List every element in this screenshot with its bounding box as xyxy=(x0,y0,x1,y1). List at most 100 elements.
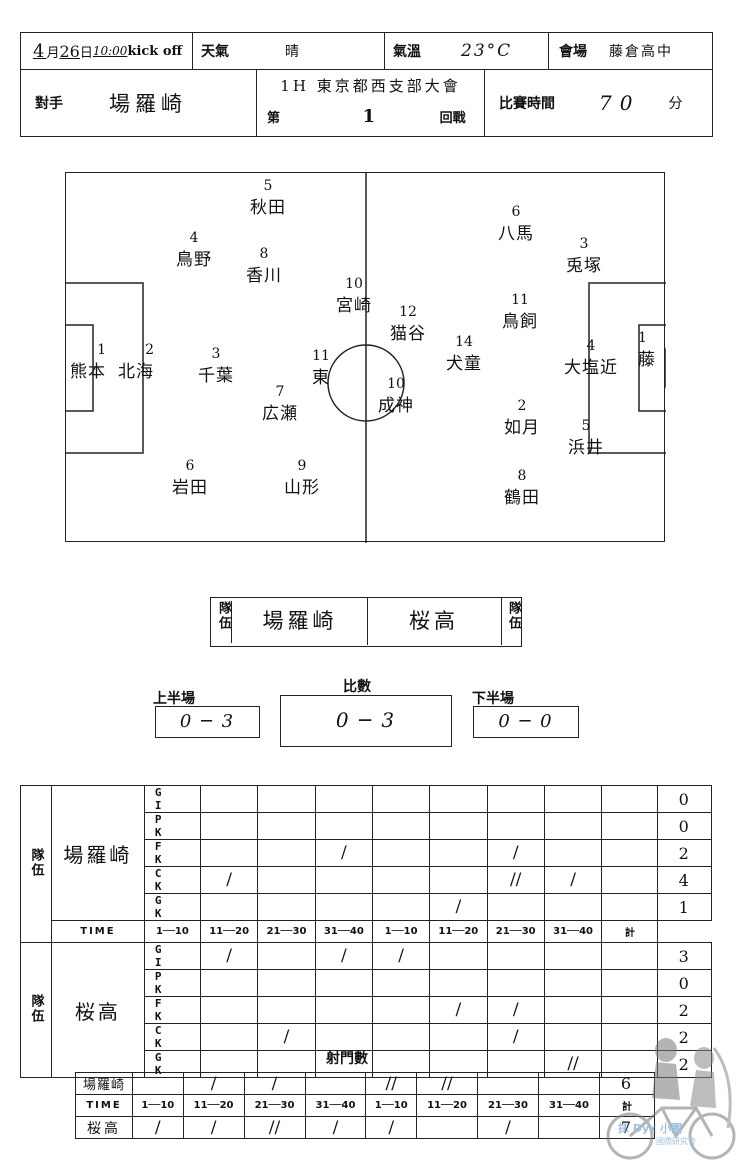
shots-row-home: 場羅崎 ////// 6 xyxy=(75,1072,655,1095)
stat-cell: / xyxy=(486,1023,545,1051)
stat-cell xyxy=(199,785,259,813)
player-number: 10 xyxy=(345,276,363,292)
stat-cell: / xyxy=(543,866,603,894)
stat-row-away-gi: 隊伍 桜高 G I /// 3 xyxy=(20,942,712,1078)
stat-cell: / xyxy=(199,866,259,894)
set-piece-stats-table: 隊伍 場羅崎 G I 0 P K 0 F K // 2 C K //// 4 G… xyxy=(20,785,712,1078)
date-day: 26 xyxy=(59,41,80,61)
stat-cell xyxy=(543,812,603,840)
away-team-cell: 桜高 xyxy=(51,942,145,1078)
player-number: 6 xyxy=(185,458,195,474)
shot-cell: // xyxy=(243,1116,306,1139)
stat-cell xyxy=(429,942,488,970)
weather-cell: 天氣 晴 xyxy=(193,33,385,69)
player-number: 7 xyxy=(275,384,285,400)
stat-cell xyxy=(372,866,431,894)
stat-cell xyxy=(372,996,431,1024)
watermark-subtext: 國際研究會 xyxy=(656,1137,696,1146)
shot-cell xyxy=(132,1072,184,1095)
shot-cell xyxy=(537,1116,601,1139)
stat-cell: / xyxy=(314,839,374,867)
period-label: 1──10 xyxy=(365,1094,418,1117)
right-penalty-box xyxy=(588,282,666,454)
stat-cell xyxy=(372,839,431,867)
shot-cell: / xyxy=(477,1116,539,1139)
stat-cell xyxy=(486,812,545,840)
stat-cell xyxy=(601,969,659,997)
shot-cell: / xyxy=(304,1116,367,1139)
stat-cell xyxy=(257,785,316,813)
stat-type: G I xyxy=(143,785,201,813)
away-team-name: 桜高 xyxy=(367,598,502,645)
watermark-text: 抹 Dyx 小園 xyxy=(618,1122,683,1135)
stat-cell xyxy=(543,942,603,970)
first-half-score: 0 ─ 3 xyxy=(155,706,260,738)
stat-cell: / xyxy=(429,996,488,1024)
period-label: 31──40 xyxy=(537,1094,601,1117)
temperature-cell: 氣溫 23°C xyxy=(385,33,549,69)
player-number: 4 xyxy=(586,338,596,354)
total-score: 0 ─ 3 xyxy=(280,695,452,747)
player-name: 兎塚 xyxy=(566,256,602,276)
stat-total: 1 xyxy=(657,893,712,921)
period-label: 1──10 xyxy=(372,920,431,943)
tournament-cell: 1H 東京都西支部大會 第 1 回戰 xyxy=(257,69,485,136)
stat-total: 2 xyxy=(657,839,712,867)
stat-cell xyxy=(257,996,316,1024)
stat-cell xyxy=(429,812,488,840)
stat-cell xyxy=(601,996,659,1024)
stat-type: P K xyxy=(143,969,201,997)
home-stats-team-name: 場羅崎 xyxy=(63,842,133,867)
stat-cell xyxy=(199,812,259,840)
player-name: 鶴田 xyxy=(504,488,540,508)
player-name: 千葉 xyxy=(198,366,234,386)
stat-cell xyxy=(314,969,374,997)
player-number: 3 xyxy=(579,236,589,252)
stat-cell xyxy=(543,996,603,1024)
stat-cell xyxy=(429,969,488,997)
player-number: 10 xyxy=(387,376,405,392)
total-score-label: 比數 xyxy=(343,679,371,695)
stat-cell xyxy=(199,1023,259,1051)
round-prefix: 第 xyxy=(267,111,281,126)
second-half-label: 下半場 xyxy=(472,691,514,707)
stat-row-home-gi: 隊伍 場羅崎 G I 0 xyxy=(20,785,712,943)
stat-cell xyxy=(372,785,431,813)
shot-cell: / xyxy=(182,1072,245,1095)
player-name: 成神 xyxy=(378,396,414,416)
stat-type: C K xyxy=(143,866,201,894)
shot-cell xyxy=(416,1116,478,1139)
home-team-tag: 隊伍 xyxy=(28,847,44,878)
player-away-3: 3 兎塚 xyxy=(566,237,602,276)
stat-cell xyxy=(543,1023,603,1051)
pitch-lines xyxy=(66,173,666,543)
shot-cell xyxy=(304,1072,367,1095)
away-stats-team-name: 桜高 xyxy=(74,999,121,1024)
home-team-name: 場羅崎 xyxy=(233,598,368,645)
weather-value: 晴 xyxy=(285,44,299,60)
player-name: 岩田 xyxy=(172,478,208,498)
home-team-cell: 場羅崎 xyxy=(51,785,145,921)
stat-total: 0 xyxy=(657,812,712,840)
stat-type: G K xyxy=(143,893,201,921)
stat-cell xyxy=(601,893,659,921)
date-day-suffix: 日 xyxy=(79,45,93,61)
stat-total: 3 xyxy=(657,942,712,970)
shots-title: 射門數 xyxy=(326,1051,368,1067)
shots-home-name: 場羅崎 xyxy=(75,1072,133,1095)
match-time-cell: 比賽時間 70 分 xyxy=(485,69,714,136)
stat-cell xyxy=(199,996,259,1024)
stat-row-home-pk: P K 0 xyxy=(21,812,712,840)
stat-cell xyxy=(429,866,488,894)
shot-cell: // xyxy=(365,1072,418,1095)
stat-cell xyxy=(486,893,545,921)
shot-cell: / xyxy=(182,1116,245,1139)
kickoff-label: kick off xyxy=(127,43,183,59)
